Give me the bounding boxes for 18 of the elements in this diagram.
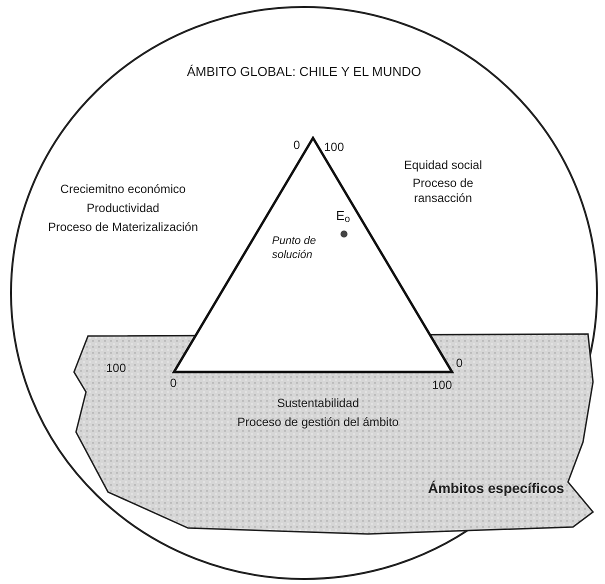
scale-number: 100 [324, 140, 346, 155]
process-label: Proceso de Materizalización [46, 220, 200, 235]
axis-label: Equidad social [402, 158, 484, 173]
process-label: Proceso de ransacción [412, 176, 474, 206]
scale-number: 0 [456, 356, 464, 371]
scale-number: 100 [104, 361, 126, 376]
axis-label: Sustentabilidad [276, 396, 360, 411]
process-label: Proceso de gestión del ámbito [236, 415, 400, 430]
scale-number: 0 [170, 376, 178, 391]
point-label: Punto de solución [272, 234, 318, 262]
axis-label: Productividad [86, 201, 160, 216]
global-title: ÁMBITO GLOBAL: CHILE Y EL MUNDO [186, 63, 422, 81]
scale-number: 100 [432, 378, 454, 393]
global-circle [8, 4, 600, 582]
axis-label: Creciemitno económico [59, 182, 187, 197]
point-symbol: E$_{o}$ [336, 207, 350, 226]
scale-number: 0 [292, 138, 300, 153]
scope-label: Ámbitos específicos [428, 479, 564, 498]
